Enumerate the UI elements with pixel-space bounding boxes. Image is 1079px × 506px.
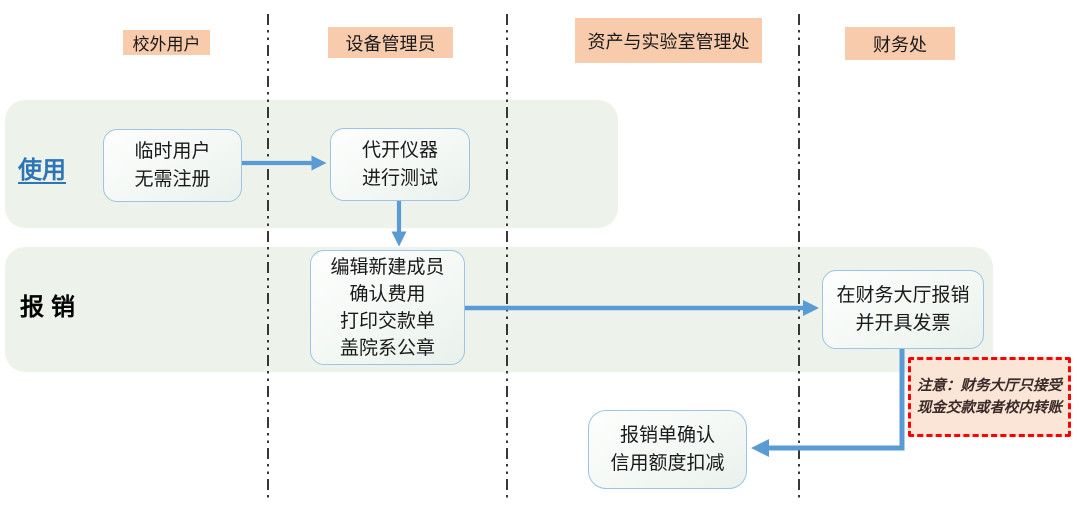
node-line: 无需注册 (134, 168, 211, 190)
lane-header-label: 校外用户 (132, 35, 201, 54)
lane-header-label: 资产与实验室管理处 (587, 31, 750, 52)
node-line: 临时用户 (134, 140, 211, 162)
node-temp-user: 临时用户 无需注册 (103, 129, 242, 202)
note-callout: 注意：财务大厅只接受 现金交款或者校内转账 (908, 357, 1071, 437)
row-label-use: 使用 (18, 157, 66, 184)
lane-header-finance-office: 财务处 (845, 27, 955, 60)
node-line: 打印交款单 (339, 310, 435, 332)
row-band-use (5, 100, 618, 228)
row-label-reimburse: 报销 (20, 294, 82, 321)
node-line: 进行测试 (361, 167, 438, 189)
node-line: 编辑新建成员 (330, 256, 445, 278)
lane-header-label: 设备管理员 (345, 33, 436, 54)
node-line: 信用额度扣减 (610, 452, 725, 474)
lane-header-equipment-admin: 设备管理员 (328, 27, 453, 58)
node-open-instrument: 代开仪器 进行测试 (330, 128, 470, 201)
node-line: 盖院系公章 (339, 337, 435, 359)
lane-header-label: 财务处 (873, 34, 927, 55)
node-finance-hall: 在财务大厅报销 并开具发票 (822, 270, 984, 349)
node-line: 代开仪器 (361, 139, 438, 161)
node-line: 报销单确认 (619, 424, 715, 446)
note-line: 现金交款或者校内转账 (917, 400, 1062, 416)
lane-header-external-user: 校外用户 (123, 30, 210, 55)
note-line: 注意：财务大厅只接受 (917, 378, 1062, 394)
node-confirm-form: 报销单确认 信用额度扣减 (588, 410, 747, 489)
node-line: 确认费用 (349, 283, 426, 305)
node-line: 在财务大厅报销 (836, 284, 970, 306)
node-line: 并开具发票 (855, 312, 951, 334)
node-edit-member: 编辑新建成员 确认费用 打印交款单 盖院系公章 (310, 250, 465, 365)
lane-header-asset-lab-office: 资产与实验室管理处 (575, 18, 762, 63)
